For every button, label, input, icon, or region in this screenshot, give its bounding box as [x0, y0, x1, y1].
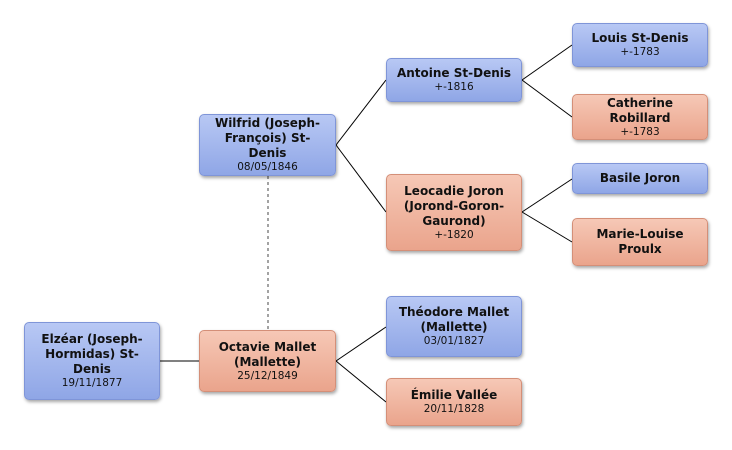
person-card-elzear[interactable]: Elzéar (Joseph-Hormidas) St-Denis 19/11/…	[24, 322, 160, 400]
person-date: 08/05/1846	[237, 161, 298, 173]
person-date: 20/11/1828	[423, 403, 485, 415]
person-card-antoine[interactable]: Antoine St-Denis +-1816	[386, 58, 522, 102]
person-name: Émilie Vallée	[410, 388, 498, 402]
link-octavie-emilie	[335, 360, 387, 403]
link-antoine-louis	[521, 44, 573, 81]
person-name: Leocadie Joron (Jorond-Goron-Gaurond)	[403, 183, 505, 228]
person-date: +-1820	[434, 228, 474, 241]
person-card-emilie[interactable]: Émilie Vallée 20/11/1828	[386, 378, 522, 426]
person-date: +-1783	[620, 125, 660, 138]
link-wilfrid-antoine	[335, 79, 387, 146]
person-date: +-1816	[434, 81, 474, 93]
person-date: 25/12/1849	[237, 369, 298, 382]
person-date: 03/01/1827	[423, 335, 485, 347]
link-leocadie-basile	[521, 178, 573, 213]
person-card-wilfrid[interactable]: Wilfrid (Joseph-François) St-Denis 08/05…	[199, 114, 336, 176]
link-antoine-catherine	[521, 79, 573, 118]
person-card-marielouise[interactable]: Marie-Louise Proulx	[572, 218, 708, 266]
person-card-basile[interactable]: Basile Joron	[572, 163, 708, 194]
person-card-louis[interactable]: Louis St-Denis +-1783	[572, 23, 708, 67]
person-date: 19/11/1877	[61, 377, 123, 389]
person-name: Marie-Louise Proulx	[596, 227, 684, 256]
person-date: +-1783	[620, 46, 660, 58]
person-card-octavie[interactable]: Octavie Mallet (Mallette) 25/12/1849	[199, 330, 336, 392]
person-name: Elzéar (Joseph-Hormidas) St-Denis	[41, 332, 143, 376]
person-card-theodore[interactable]: Théodore Mallet (Mallette) 03/01/1827	[386, 296, 522, 357]
link-leocadie-marielouise	[521, 211, 573, 243]
person-name: Octavie Mallet (Mallette)	[218, 339, 317, 369]
person-name: Théodore Mallet (Mallette)	[398, 305, 510, 334]
person-name: Catherine Robillard	[606, 95, 674, 125]
person-card-leocadie[interactable]: Leocadie Joron (Jorond-Goron-Gaurond) +-…	[386, 174, 522, 251]
person-name: Antoine St-Denis	[396, 66, 512, 80]
person-card-catherine[interactable]: Catherine Robillard +-1783	[572, 94, 708, 140]
person-name: Wilfrid (Joseph-François) St-Denis	[214, 116, 321, 160]
link-octavie-theodore	[335, 326, 387, 362]
person-name: Louis St-Denis	[591, 31, 689, 45]
person-name: Basile Joron	[599, 171, 681, 185]
link-wilfrid-leocadie	[335, 144, 387, 213]
